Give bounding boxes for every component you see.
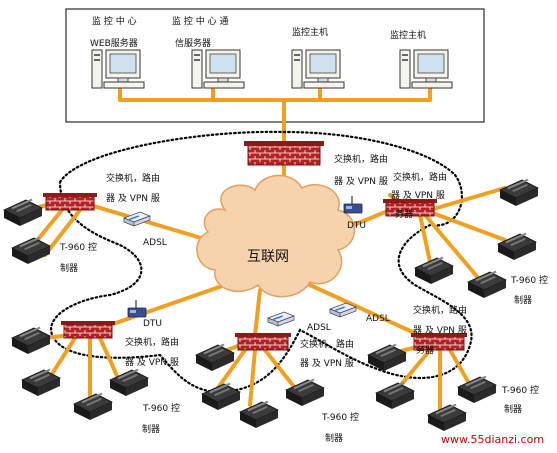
controller-icon [427, 403, 467, 432]
watermark: www.55dianzi.com [441, 433, 545, 446]
internet-label: 互联网 [247, 249, 289, 265]
controller-label: T-960 控 [143, 404, 180, 414]
firewall-right [383, 199, 437, 217]
dtu-icon [127, 299, 147, 318]
router-vpn-label: 交换机，路由 [300, 340, 355, 350]
adsl-modem-icon [267, 311, 295, 327]
web-server-label-2: WEB服务器 [90, 39, 138, 49]
controller-label: T-960 控 [502, 386, 539, 396]
controller-icon [201, 382, 241, 411]
internet-cloud [196, 174, 356, 298]
controller-icon [367, 343, 407, 372]
monitor-pc-icon [291, 49, 345, 89]
monitor-pc-icon [399, 49, 453, 89]
comm-server-icon [191, 49, 245, 89]
controller-label: 制器 [142, 425, 161, 435]
controller-icon [11, 326, 51, 355]
controller-label: 制器 [325, 434, 344, 444]
controller-icon [11, 236, 51, 265]
router-vpn-label: 器 及 VPN 服 [106, 194, 160, 204]
router-vpn-label: 器 及 VPN 服 [413, 326, 467, 336]
controller-icon [375, 381, 415, 410]
router-vpn-label: 务器 [416, 346, 435, 356]
router-vpn-label: 器 及 VPN 服 [391, 191, 445, 201]
comm-server-label-2: 信服务器 [175, 39, 212, 49]
dtu-label: DTU [347, 221, 367, 231]
adsl-label: ADSL [366, 314, 390, 324]
controller-label: 制器 [504, 405, 523, 415]
firewall-center-bottom [235, 333, 291, 351]
firewall-left-bottom [61, 321, 115, 339]
vpn-boundary [49, 130, 473, 394]
router-vpn-label: 器 及 VPN 服 [125, 358, 179, 368]
web-server-icon [91, 49, 145, 89]
router-vpn-label: 交换机，路由 [334, 155, 389, 165]
adsl-modem-icon [329, 302, 357, 318]
controller-label: 制器 [514, 296, 533, 306]
firewall-right-bottom [411, 333, 467, 351]
router-vpn-label: 交换机，路由 [413, 306, 468, 316]
controller-icon [414, 256, 454, 285]
controller-label: 制器 [60, 264, 79, 274]
controller-icon [239, 400, 279, 429]
controller-label: T-960 控 [60, 243, 97, 253]
monitor-pc-label: 监控主机 [292, 28, 329, 38]
dtu-icon [343, 195, 363, 214]
router-vpn-label: 务器 [395, 210, 414, 220]
adsl-modem-icon [123, 211, 151, 227]
adsl-label: ADSL [307, 323, 331, 333]
router-vpn-label: 交换机，路由 [393, 173, 448, 183]
firewall-center [244, 141, 324, 166]
controller-icon [73, 392, 113, 421]
controller-icon [499, 178, 539, 207]
adsl-label: ADSL [143, 238, 167, 248]
controller-label: T-960 控 [511, 276, 548, 286]
controller-label: T-960 控 [322, 413, 359, 423]
web-server-label-1: 监 控 中 心 [92, 17, 137, 27]
router-vpn-label: 交换机，路由 [106, 174, 161, 184]
router-vpn-label: 器 及 VPN 服 [334, 177, 388, 187]
router-vpn-label: 器 及 VPN 服 [300, 359, 354, 369]
controller-icon [497, 232, 537, 261]
comm-server-label-1: 监 控 中 心 通 [172, 17, 229, 27]
firewall-left-top [43, 193, 97, 211]
dtu-label: DTU [143, 319, 163, 329]
router-vpn-label: 交换机，路由 [125, 338, 180, 348]
monitor-pc-label: 监控主机 [390, 31, 427, 41]
controller-icon [3, 198, 43, 227]
controller-icon [457, 375, 497, 404]
